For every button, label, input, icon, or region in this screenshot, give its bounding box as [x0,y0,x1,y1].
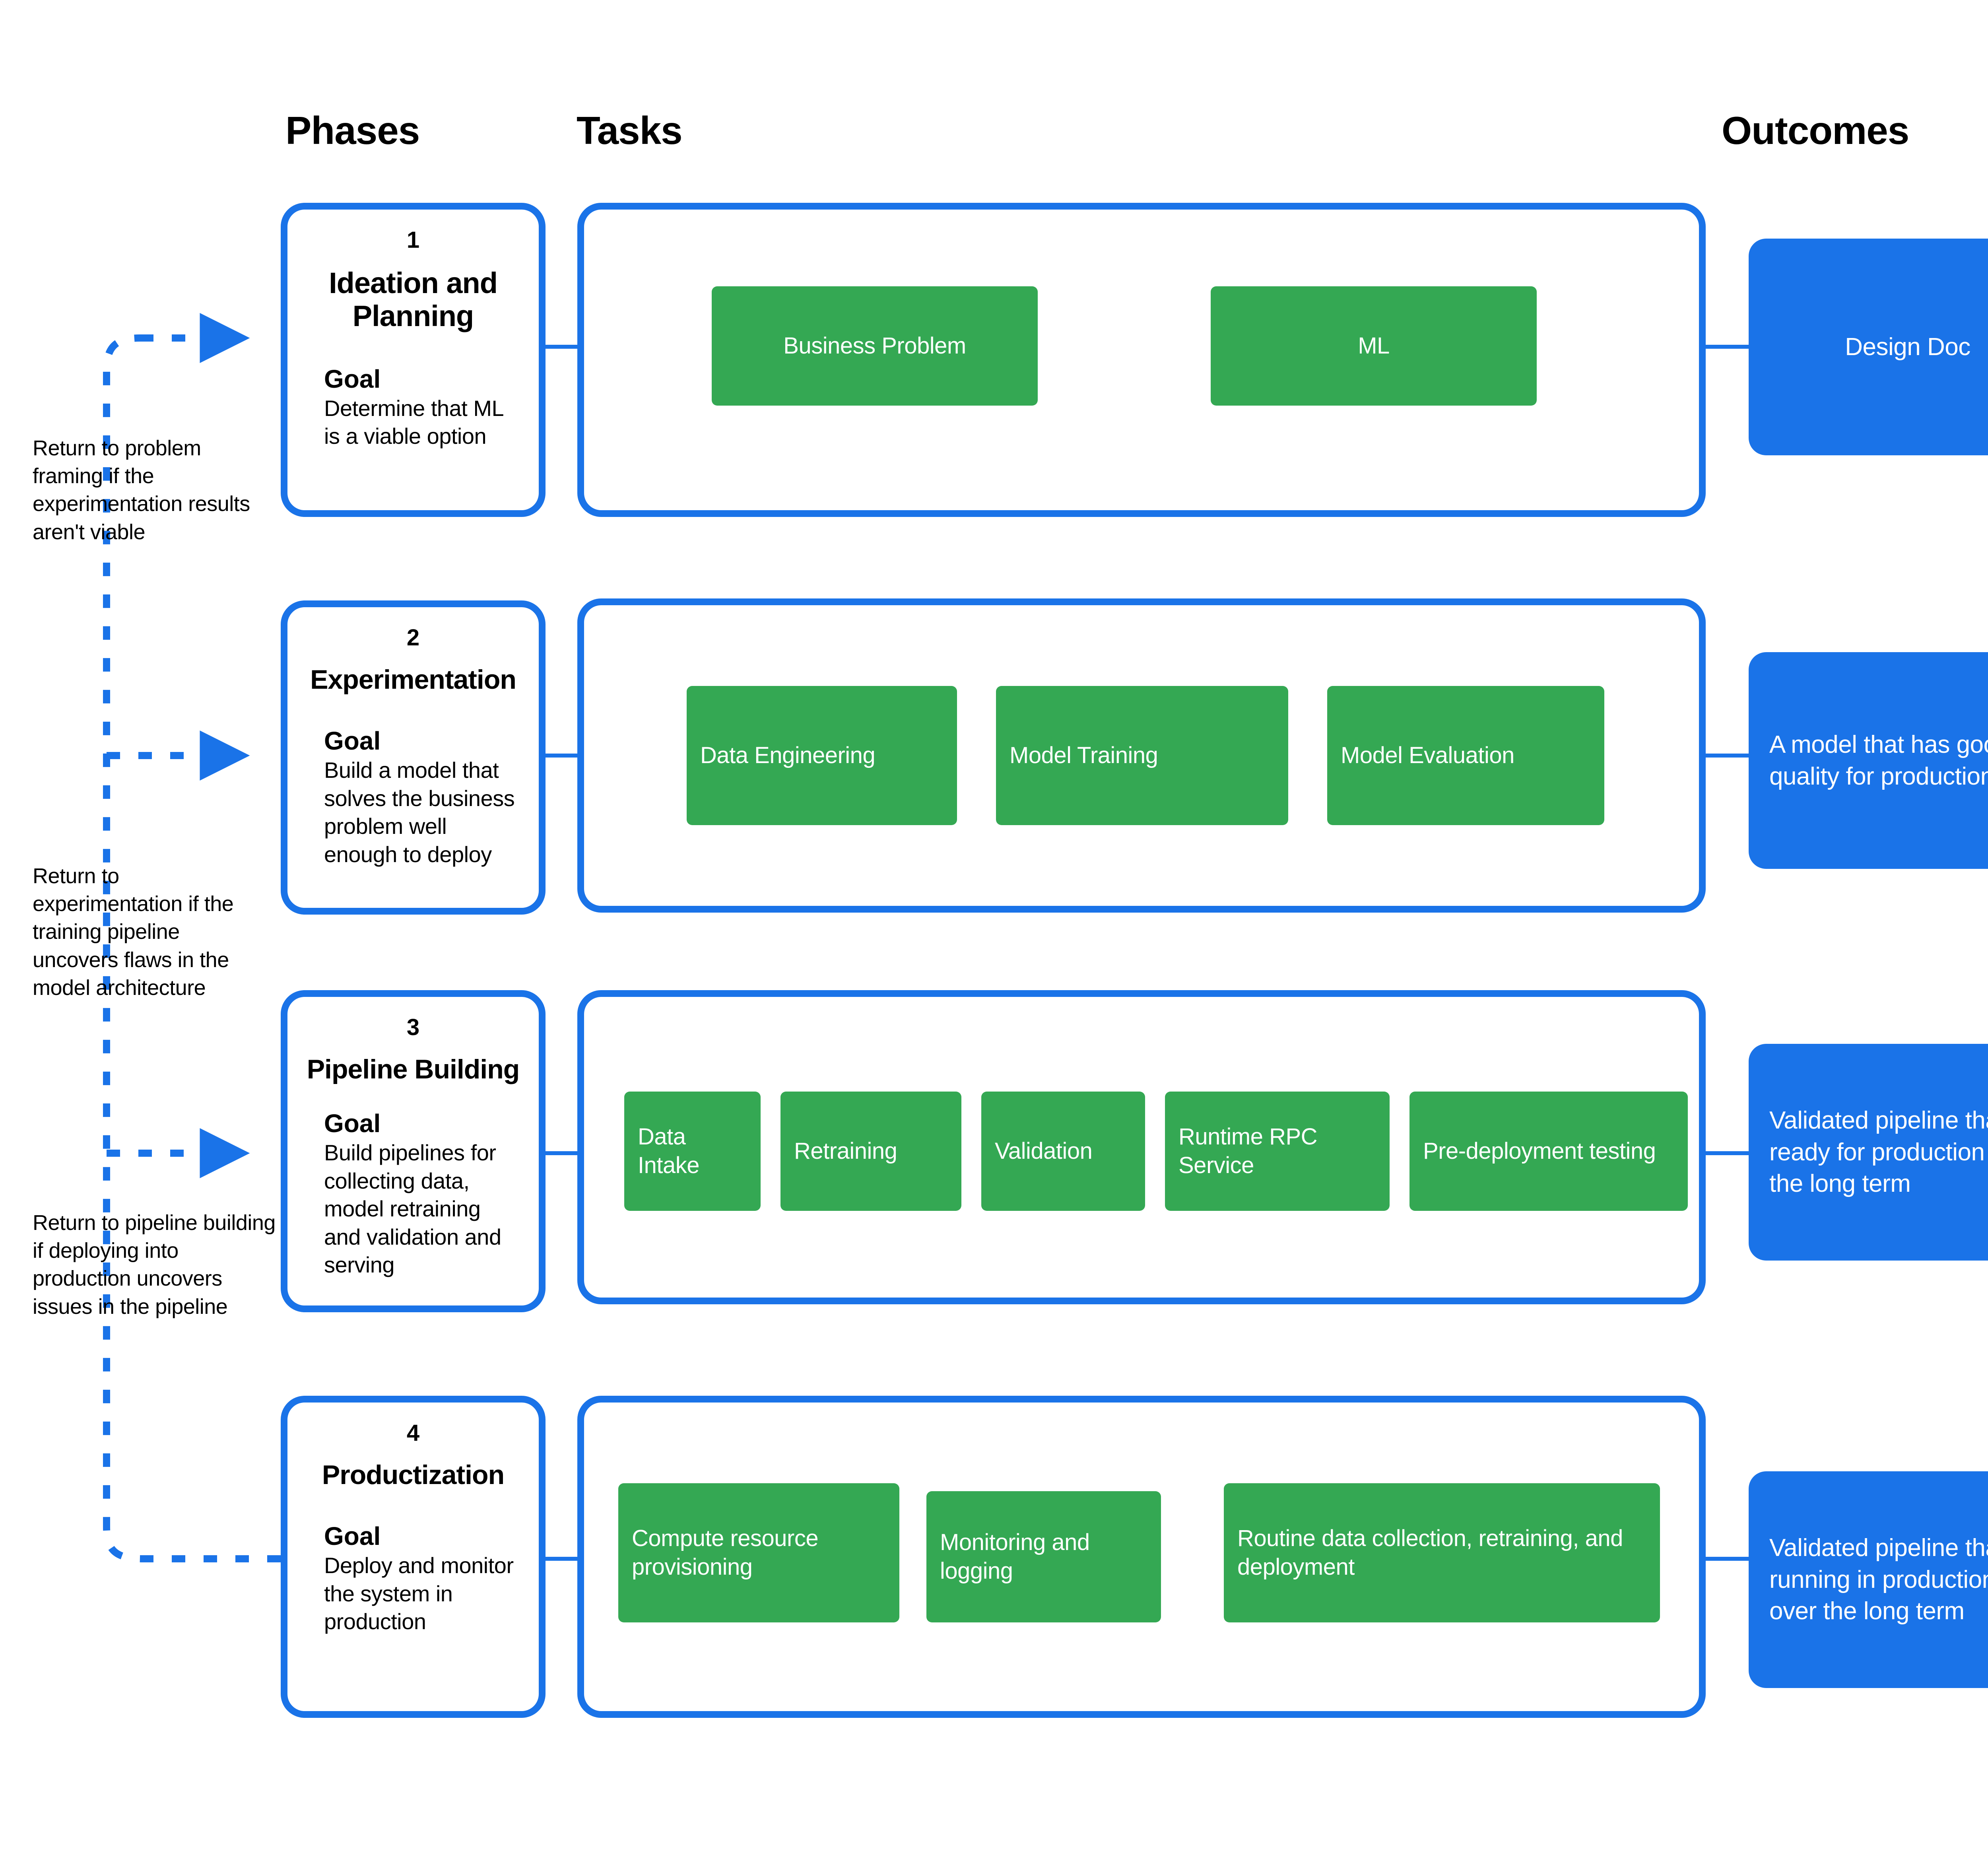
outcome-card-1[interactable]: Design Doc [1749,239,1988,455]
goal-label-3: Goal [324,1109,381,1138]
phase-goal-block-1: Goal Determine that ML is a viable optio… [324,364,521,451]
task-box-monitoring-and-logging[interactable]: Monitoring and logging [926,1491,1161,1622]
phase-title-2: Experimentation [310,664,516,695]
goal-label-2: Goal [324,727,381,756]
return-note-pipeline-building: Return to pipeline building if deploying… [33,1211,276,1319]
task-outcome-links [1706,345,1749,1561]
task-box-data-engineering[interactable]: Data Engineering [687,686,957,825]
return-note-experimentation-training: Return to experimentation if the trainin… [33,864,234,1000]
task-box-model-training[interactable]: Model Training [996,686,1288,825]
phase-goal-block-4: Goal Deploy and monitor the system in pr… [324,1521,521,1636]
column-header-outcomes: Outcomes [1722,109,1909,152]
goal-text-1: Determine that ML is a viable option [324,395,503,449]
phase-task-links [546,345,577,1561]
phase-card-2[interactable]: 2 Experimentation Goal Build a model tha… [281,600,546,915]
goal-label-4: Goal [324,1522,381,1551]
phase-number-2: 2 [406,625,420,651]
phase-number-4: 4 [406,1420,420,1446]
goal-text-2: Build a model that solves the business p… [324,757,515,867]
task-box-retraining[interactable]: Retraining [780,1092,961,1211]
phase-title-1: Ideation and Planning [329,266,498,332]
phase-goal-block-2: Goal Build a model that solves the busin… [324,726,521,868]
return-note-problem-framing: Return to problem framing if the experim… [33,436,250,544]
task-box-runtime-rpc-service[interactable]: Runtime RPC Service [1165,1092,1390,1211]
phase-card-3[interactable]: 3 Pipeline Building Goal Build pipelines… [281,990,546,1312]
task-box-validation[interactable]: Validation [981,1092,1145,1211]
goal-label-1: Goal [324,364,381,393]
phase-number-3: 3 [406,1014,420,1040]
outcome-card-4[interactable]: Validated pipeline that's running in pro… [1749,1471,1988,1688]
task-box-compute-resource-provisioning[interactable]: Compute resource provisioning [618,1483,899,1622]
phase-title-4: Productization [322,1460,505,1490]
task-box-ml[interactable]: ML [1211,286,1537,406]
phase-number-1: 1 [406,227,420,253]
column-header-phases: Phases [285,109,420,152]
goal-text-4: Deploy and monitor the system in product… [324,1552,514,1634]
column-header-tasks: Tasks [577,109,683,152]
phase-card-4[interactable]: 4 Productization Goal Deploy and monitor… [281,1396,546,1718]
task-box-model-evaluation[interactable]: Model Evaluation [1327,686,1604,825]
phase-card-1[interactable]: 1 Ideation and Planning Goal Determine t… [281,203,546,517]
phase-title-3: Pipeline Building [307,1054,520,1084]
task-box-data-intake[interactable]: Data Intake [624,1092,761,1211]
task-box-routine-data-collection[interactable]: Routine data collection, retraining, and… [1224,1483,1660,1622]
task-box-pre-deployment-testing[interactable]: Pre-deployment testing [1409,1092,1688,1211]
outcome-card-2[interactable]: A model that has good quality for produc… [1749,652,1988,869]
phase-goal-block-3: Goal Build pipelines for collecting data… [324,1108,521,1279]
task-box-business-problem[interactable]: Business Problem [712,286,1038,406]
outcome-card-3[interactable]: Validated pipeline that's ready for prod… [1749,1044,1988,1261]
goal-text-3: Build pipelines for collecting data, mod… [324,1140,501,1278]
